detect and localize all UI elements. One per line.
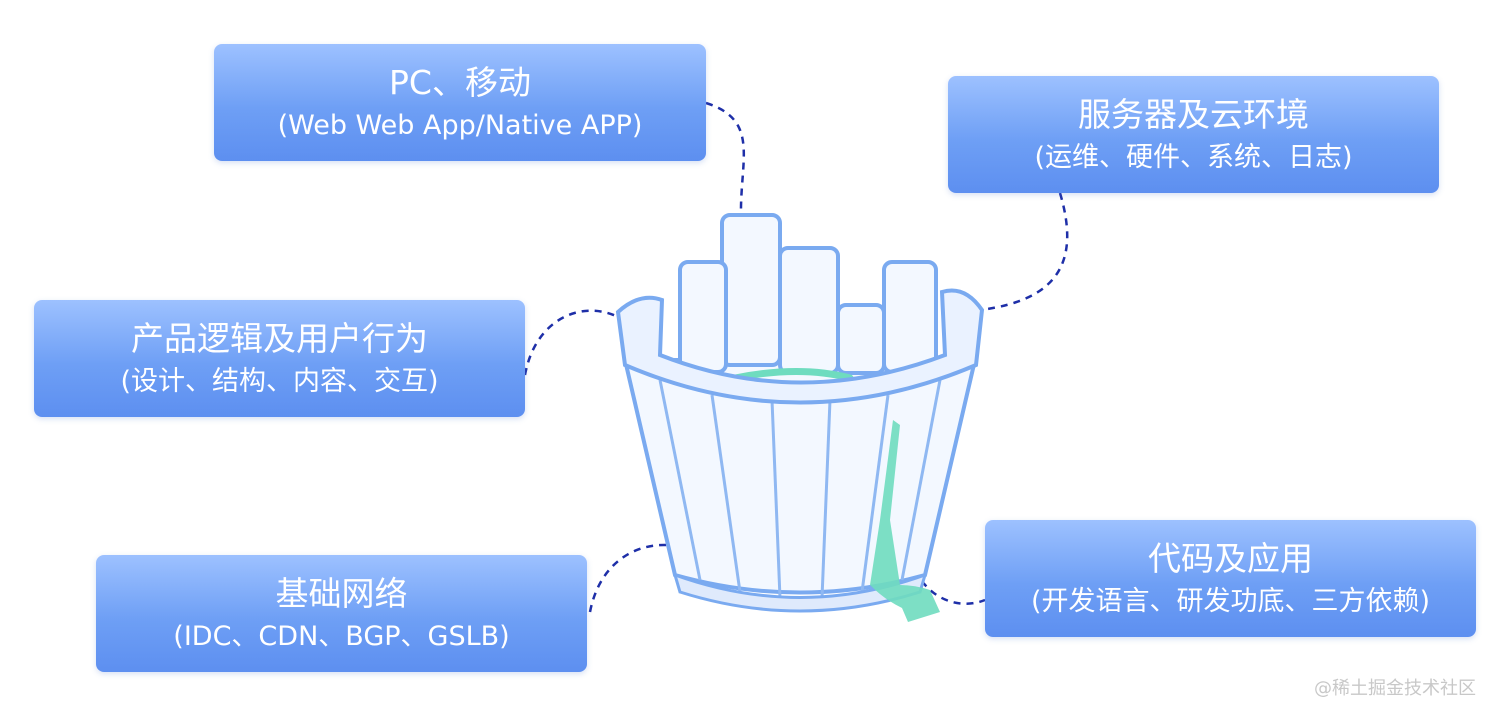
- water-leak: [870, 420, 940, 622]
- card-title: 服务器及云环境: [1078, 94, 1309, 134]
- card-title: 产品逻辑及用户行为: [131, 318, 428, 358]
- card-subtitle: (运维、硬件、系统、日志): [1034, 141, 1353, 173]
- bucket-bottom-rim: [672, 572, 928, 613]
- bucket-stave-short: [836, 303, 886, 375]
- bucket-stave: [778, 246, 840, 375]
- connector-code: [913, 569, 986, 605]
- wooden-bucket-icon: [615, 213, 985, 622]
- card-base-network: 基础网络 (IDC、CDN、BGP、GSLB): [96, 555, 587, 672]
- card-pc-mobile: PC、移动 (Web Web App/Native APP): [214, 44, 706, 161]
- card-subtitle: (Web Web App/Native APP): [277, 109, 643, 141]
- card-product-logic: 产品逻辑及用户行为 (设计、结构、内容、交互): [34, 300, 525, 417]
- bucket-stave-tall: [720, 213, 782, 367]
- connector-server: [979, 192, 1069, 312]
- connector-pc: [705, 101, 746, 216]
- bucket-stave: [900, 379, 942, 581]
- card-title: 代码及应用: [1148, 538, 1313, 578]
- bucket-stave: [820, 399, 832, 599]
- bucket-stave: [770, 399, 782, 599]
- watermark: @稀土掘金技术社区: [1314, 678, 1476, 699]
- water-surface: [731, 368, 854, 382]
- bucket-stave: [658, 379, 702, 581]
- card-title: PC、移动: [389, 62, 531, 102]
- card-subtitle: (开发语言、研发功底、三方依赖): [1030, 585, 1431, 617]
- connector-product: [523, 309, 617, 376]
- card-code-application: 代码及应用 (开发语言、研发功底、三方依赖): [985, 520, 1476, 637]
- bucket-stave: [710, 394, 742, 593]
- card-title: 基础网络: [275, 573, 408, 613]
- connector-network: [588, 543, 677, 613]
- bucket-stave: [882, 260, 938, 374]
- bucket-stave: [678, 260, 728, 374]
- card-server-cloud: 服务器及云环境 (运维、硬件、系统、日志): [948, 76, 1439, 193]
- bucket-stave: [860, 394, 890, 593]
- card-subtitle: (设计、结构、内容、交互): [120, 365, 439, 397]
- card-subtitle: (IDC、CDN、BGP、GSLB): [173, 620, 510, 652]
- bucket-top-rim: [615, 288, 985, 405]
